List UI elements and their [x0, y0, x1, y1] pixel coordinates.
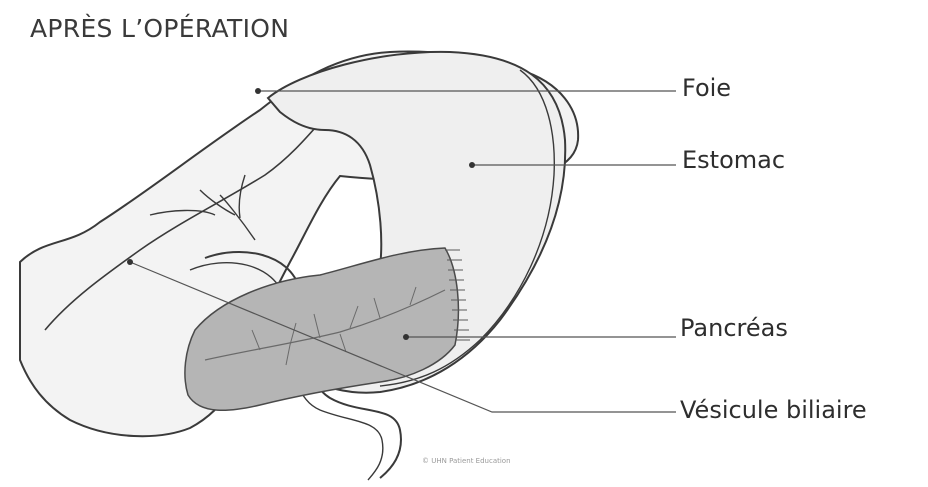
- leader-vesicule-dot: [127, 259, 133, 265]
- copyright-credit: © UHN Patient Education: [422, 457, 511, 465]
- leader-pancreas-dot: [403, 334, 409, 340]
- leader-estomac-dot: [469, 162, 475, 168]
- label-vesicule-biliaire: Vésicule biliaire: [680, 396, 867, 424]
- label-pancreas: Pancréas: [680, 314, 788, 342]
- label-foie: Foie: [682, 74, 731, 102]
- label-estomac: Estomac: [682, 146, 785, 174]
- leader-foie-dot: [255, 88, 261, 94]
